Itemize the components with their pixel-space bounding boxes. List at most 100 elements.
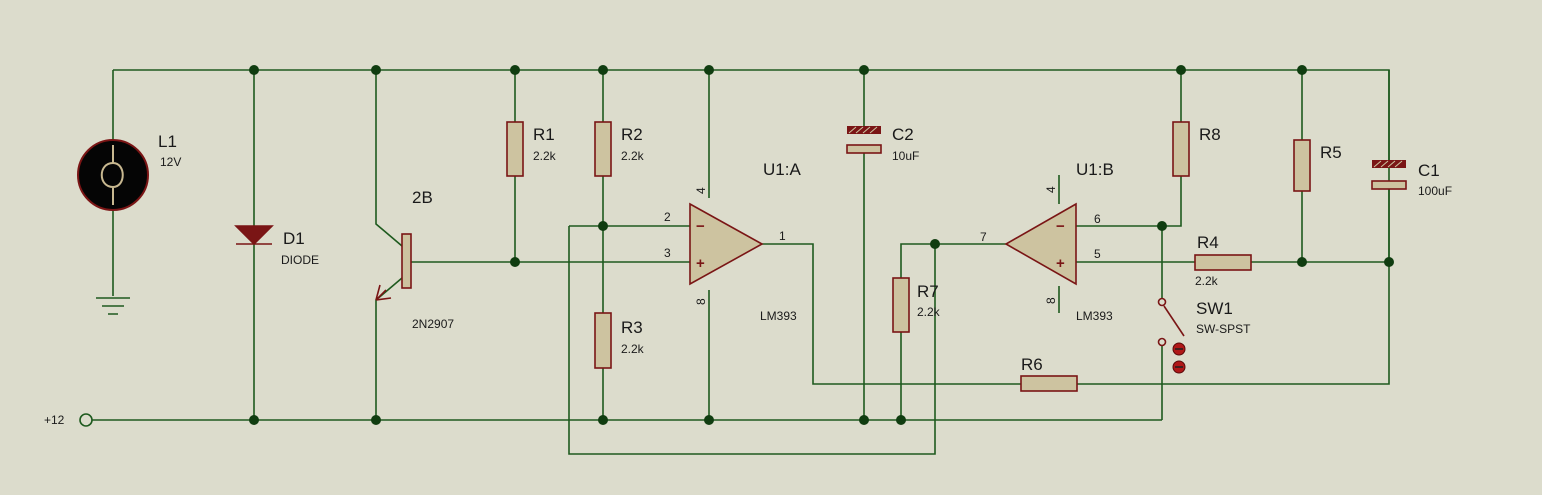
junction-dot [371,415,381,425]
resistor-body [506,121,524,177]
switch-contact [1157,297,1167,307]
pin-noninv: 3 [664,246,671,260]
wires [92,69,1390,455]
pin-noninv: 5 [1094,247,1101,261]
capacitor-plate [1371,180,1407,190]
ground-icon [96,297,130,315]
lamp-ref: L1 [158,132,177,151]
inverting-input-sign: − [696,218,705,235]
resistor-r5: R5 [1293,139,1342,192]
resistor-ref: R5 [1320,143,1342,162]
junction-dot [598,65,608,75]
junction-dot [598,415,608,425]
switch-lever-icon [1163,305,1185,337]
resistor-ref: R1 [533,125,555,144]
junction-dot [249,415,259,425]
comparator-triangle-icon [1004,202,1077,286]
pin-out: 1 [779,229,786,243]
comparator-ref: U1:B [1076,160,1114,179]
resistor-r4: R4 2.2k [1194,233,1252,288]
junction-dot [1176,65,1186,75]
resistor-ref: R3 [621,318,643,337]
u1a-output-wires [762,243,1390,385]
resistor-value: 2.2k [917,305,941,319]
lamp-value: 12V [160,155,181,169]
transistor-emitter-arrow-icon [375,284,392,301]
pin-inv: 2 [664,210,671,224]
resistor-ref: R4 [1197,233,1219,252]
power-label: +12 [44,413,65,427]
diode-value: DIODE [281,253,319,267]
capacitor-hatch [848,126,878,134]
u1b-input-wires [1076,176,1389,263]
resistor-body [1293,139,1311,192]
power-terminal: +12 [44,413,93,427]
junction-dot [1384,257,1394,267]
resistor-body [594,121,612,177]
junction-dot [896,415,906,425]
junction-dot [1157,221,1167,231]
resistor-ref: R7 [917,282,939,301]
capacitor-plate-polarized [1372,160,1406,168]
pin-vcc: 4 [694,187,708,194]
resistor-ref: R8 [1199,125,1221,144]
pin-gnd: 8 [1044,297,1058,304]
junction-dot [930,239,940,249]
junction-dot [1297,257,1307,267]
lamp-l1: L1 12V [77,132,181,211]
comparator-triangle-icon [689,202,764,286]
junction-dot [371,65,381,75]
capacitor-ref: C1 [1418,161,1440,180]
comparator-part: LM393 [760,309,797,323]
pin-out: 7 [980,230,987,244]
junction-dot [598,221,608,231]
switch-value: SW-SPST [1196,322,1251,336]
pin-vcc: 4 [1044,186,1058,193]
resistor-value: 2.2k [621,342,645,356]
resistor-body [1020,375,1078,392]
lamp-filament-icon [100,145,124,205]
capacitor-value: 10uF [892,149,919,163]
junction-dot [704,415,714,425]
resistor-r8: R8 [1172,121,1221,177]
noninverting-input-sign: + [1056,255,1065,272]
junction-dot [704,65,714,75]
resistor-body [1194,254,1252,271]
transistor-base-bar [401,233,412,289]
resistor-r3: R3 2.2k [594,312,645,369]
resistor-value: 2.2k [1195,274,1219,288]
transistor-wires [375,70,515,420]
comparator-part: LM393 [1076,309,1113,323]
resistor-body [594,312,612,369]
switch-contact [1157,337,1167,347]
transistor-ref: 2B [412,188,433,207]
resistor-value: 2.2k [533,149,557,163]
lamp-icon [77,139,149,211]
comparator-u1a: − + 2 3 1 4 8 U1:A LM393 [664,160,801,323]
inverting-input-sign: − [1056,218,1065,235]
pin-inv: 6 [1094,212,1101,226]
resistor-r2: R2 2.2k [594,121,645,177]
ground-bars [96,297,130,315]
r7-wires [900,243,1006,420]
resistor-value: 2.2k [621,149,645,163]
junction-dot [249,65,259,75]
comparator-ref: U1:A [763,160,801,179]
resistor-body [1172,121,1190,177]
capacitor-c1: C1 100uF [1371,160,1452,198]
comparator-u1b: − + 6 5 7 4 8 U1:B LM393 [980,160,1114,323]
capacitor-hatch [1373,160,1403,168]
pin-gnd: 8 [694,298,708,305]
resistor-r6: R6 [1020,355,1078,392]
capacitor-value: 100uF [1418,184,1452,198]
junction-dot [1297,65,1307,75]
diode-ref: D1 [283,229,305,248]
u1a-input-wires [515,225,936,455]
junction-dot [510,65,520,75]
junction-dot [510,257,520,267]
terminal-circle [79,413,93,427]
resistor-r1: R1 2.2k [506,121,557,177]
junction-dot [859,65,869,75]
transistor-2b: 2B 2N2907 [375,188,454,331]
